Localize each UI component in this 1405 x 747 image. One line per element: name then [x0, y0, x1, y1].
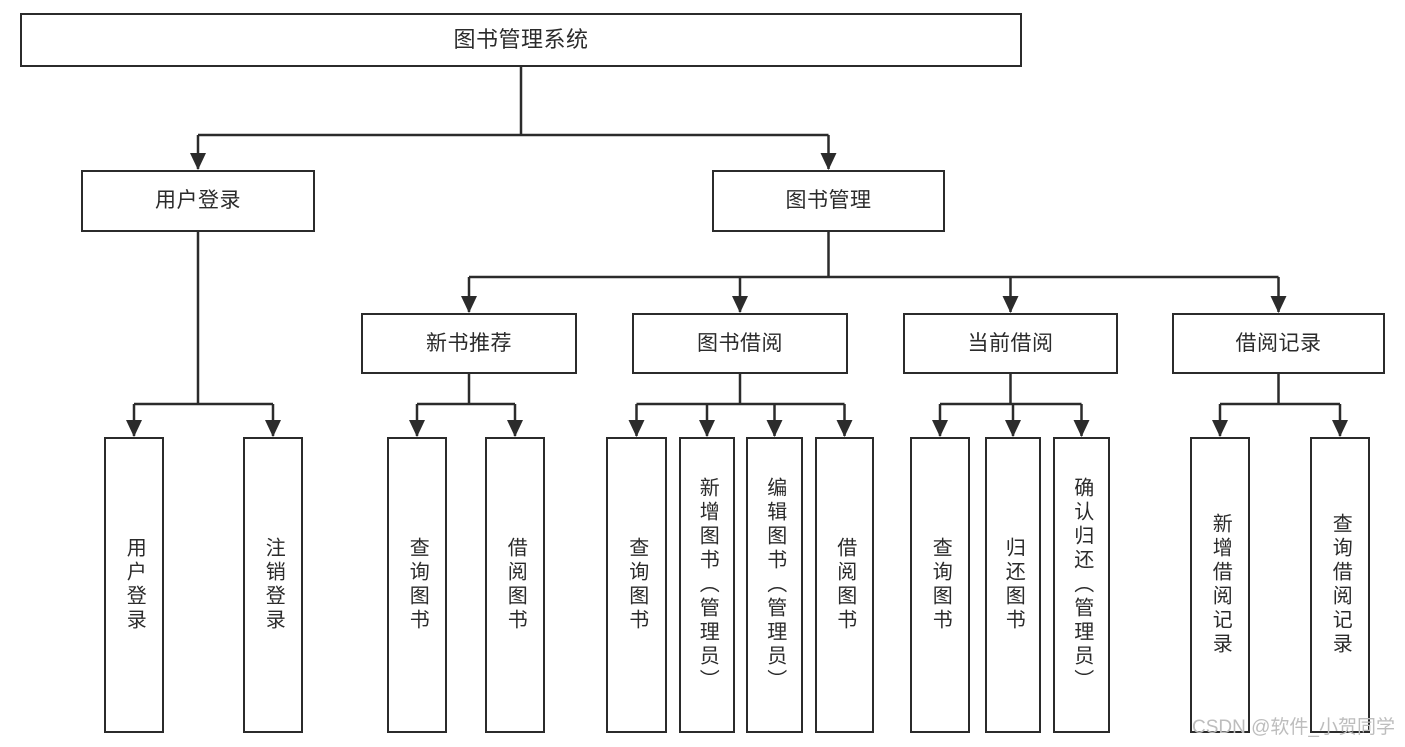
node-leaf-edit-book[interactable]: 编辑图书（管理员）	[746, 437, 803, 733]
node-book-manage[interactable]: 图书管理	[712, 170, 945, 232]
node-leaf-query-book-2[interactable]: 查询图书	[606, 437, 667, 733]
node-label: 注销登录	[262, 537, 285, 633]
node-label: 归还图书	[1002, 537, 1025, 633]
node-leaf-confirm-return[interactable]: 确认归还（管理员）	[1053, 437, 1110, 733]
node-user-login[interactable]: 用户登录	[81, 170, 315, 232]
arrow-head-icon	[265, 420, 281, 437]
node-label: 图书管理	[785, 189, 872, 213]
arrow-head-icon	[628, 420, 645, 437]
node-label: 确认归还（管理员）	[1070, 477, 1093, 693]
arrow-head-icon	[507, 420, 523, 437]
node-label: 查询图书	[625, 537, 648, 633]
node-label: 查询图书	[406, 537, 429, 633]
node-borrow-record[interactable]: 借阅记录	[1172, 313, 1385, 374]
node-label: 图书管理系统	[453, 26, 589, 52]
node-new-book-rec[interactable]: 新书推荐	[361, 313, 577, 374]
node-label: 借阅记录	[1235, 331, 1322, 355]
arrow-head-icon	[1005, 420, 1021, 437]
node-leaf-return-book[interactable]: 归还图书	[985, 437, 1041, 733]
arrow-head-icon	[1212, 420, 1228, 437]
arrow-head-icon	[732, 296, 748, 313]
node-label: 借阅图书	[833, 537, 856, 633]
node-label: 当前借阅	[967, 331, 1054, 355]
node-book-borrow[interactable]: 图书借阅	[632, 313, 848, 374]
node-leaf-add-book[interactable]: 新增图书（管理员）	[679, 437, 735, 733]
arrow-head-icon	[932, 420, 948, 437]
node-label: 借阅图书	[504, 537, 527, 633]
arrow-head-icon	[1332, 420, 1348, 437]
arrow-head-icon	[409, 420, 425, 437]
arrow-head-icon	[190, 153, 206, 170]
node-label: 查询借阅记录	[1329, 513, 1352, 657]
arrow-head-icon	[1073, 420, 1090, 437]
node-current-borrow[interactable]: 当前借阅	[903, 313, 1118, 374]
arrow-head-icon	[1270, 296, 1287, 313]
node-root[interactable]: 图书管理系统	[20, 13, 1022, 67]
node-label: 新增图书（管理员）	[696, 477, 719, 693]
arrow-head-icon	[1002, 296, 1019, 313]
node-label: 新增借阅记录	[1209, 513, 1232, 657]
node-leaf-query-book-3[interactable]: 查询图书	[910, 437, 970, 733]
arrow-head-icon	[766, 420, 783, 437]
arrow-head-icon	[820, 153, 837, 170]
node-leaf-query-book-1[interactable]: 查询图书	[387, 437, 447, 733]
arrow-head-icon	[836, 420, 853, 437]
node-leaf-add-record[interactable]: 新增借阅记录	[1190, 437, 1250, 733]
node-leaf-query-record[interactable]: 查询借阅记录	[1310, 437, 1370, 733]
node-label: 用户登录	[123, 537, 146, 633]
arrow-head-icon	[461, 296, 477, 313]
node-leaf-logout[interactable]: 注销登录	[243, 437, 303, 733]
node-leaf-user-login[interactable]: 用户登录	[104, 437, 164, 733]
node-label: 图书借阅	[697, 331, 783, 355]
node-label: 用户登录	[155, 189, 241, 213]
node-label: 新书推荐	[426, 331, 512, 355]
node-label: 编辑图书（管理员）	[763, 477, 786, 693]
arrow-head-icon	[126, 420, 142, 437]
node-leaf-borrow-book-2[interactable]: 借阅图书	[815, 437, 874, 733]
node-leaf-borrow-book-1[interactable]: 借阅图书	[485, 437, 545, 733]
arrow-head-icon	[699, 420, 715, 437]
node-label: 查询图书	[929, 537, 952, 633]
